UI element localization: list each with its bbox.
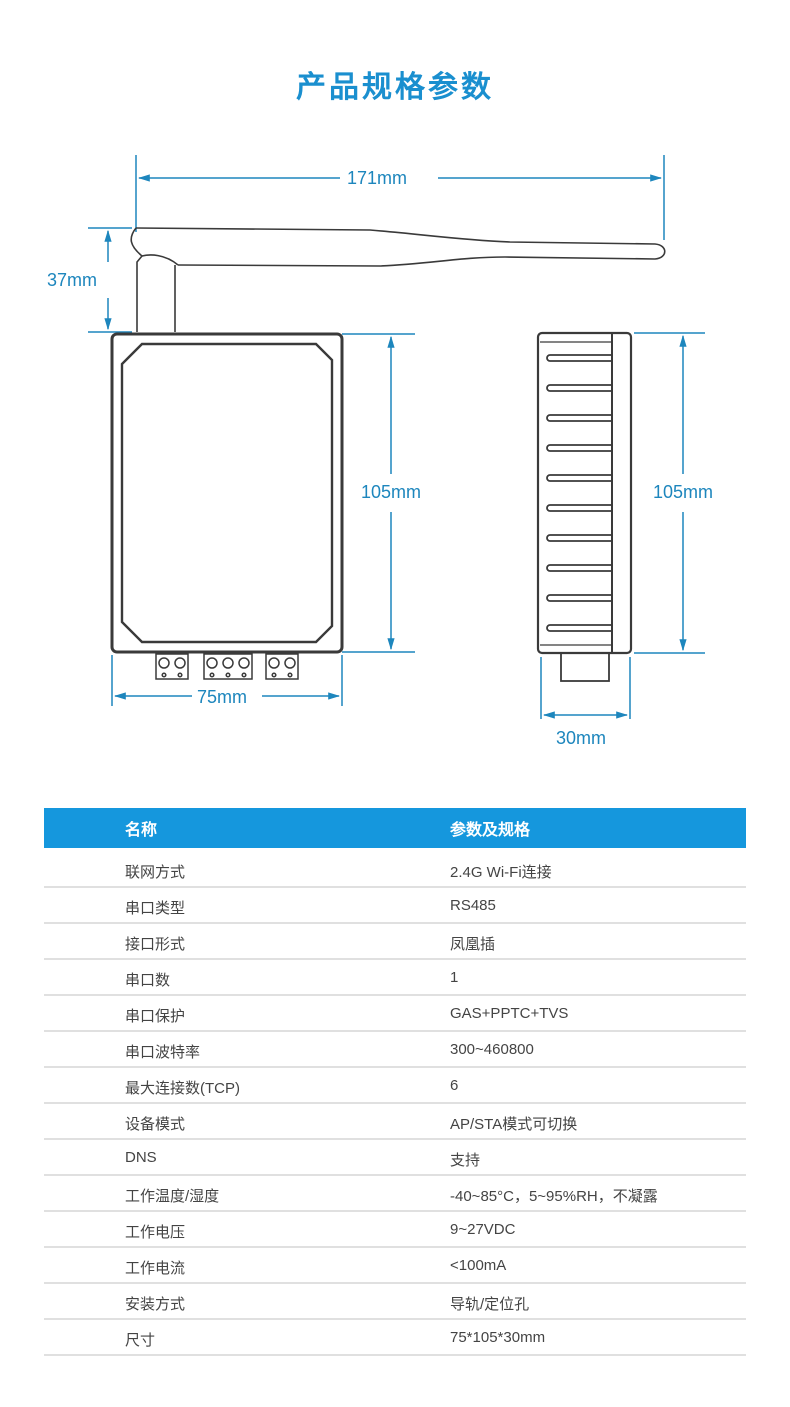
spec-value: <100mA: [450, 1257, 507, 1274]
table-row: 联网方式 2.4G Wi-Fi连接: [44, 852, 746, 888]
table-row: 尺寸 75*105*30mm: [44, 1320, 746, 1356]
spec-table: 名称 参数及规格 联网方式 2.4G Wi-Fi连接串口类型 RS485 接口形式 凤凰…: [44, 808, 746, 1356]
table-row: 最大连接数(TCP) 6: [44, 1068, 746, 1104]
spec-name: 工作电流: [125, 1260, 186, 1277]
spec-name: 串口数: [125, 972, 171, 989]
front-width-label: 75mm: [194, 687, 251, 707]
spec-value: 2.4G Wi-Fi连接: [450, 864, 552, 881]
spec-value: RS485: [450, 897, 496, 914]
page-title: 产品规格参数: [296, 70, 494, 105]
spec-name: 设备模式: [125, 1116, 186, 1133]
spec-value: AP/STA模式可切换: [450, 1116, 578, 1133]
front-height-dimension: [342, 333, 415, 653]
spec-name: 工作电压: [125, 1224, 186, 1241]
table-row: DNS 支持: [44, 1140, 746, 1176]
spec-name: 串口波特率: [125, 1044, 201, 1061]
spec-name: 尺寸: [125, 1332, 156, 1349]
antenna-length-label: 171mm: [344, 168, 411, 188]
table-row: 工作电流 <100mA: [44, 1248, 746, 1284]
spec-value: 支持: [450, 1152, 481, 1169]
side-height-label: 105mm: [650, 482, 717, 502]
spec-value: 300~460800: [450, 1041, 534, 1058]
spec-value: 凤凰插: [450, 936, 496, 953]
antenna-height-dimension: [88, 227, 132, 333]
table-row: 串口数 1: [44, 960, 746, 996]
table-row: 串口类型 RS485: [44, 888, 746, 924]
spec-name: 串口保护: [125, 1008, 186, 1025]
table-row: 工作电压 9~27VDC: [44, 1212, 746, 1248]
spec-table-body: 联网方式 2.4G Wi-Fi连接串口类型 RS485 接口形式 凤凰插串口数 1 串口保护…: [44, 852, 746, 1356]
spec-value: 9~27VDC: [450, 1221, 516, 1238]
table-row: 接口形式 凤凰插: [44, 924, 746, 960]
side-height-dimension: [634, 332, 705, 654]
antenna: [130, 227, 666, 332]
spec-table-header: 名称 参数及规格: [44, 808, 746, 848]
antenna-height-label: 37mm: [44, 270, 101, 290]
spec-value: 6: [450, 1077, 459, 1094]
side-depth-dimension: [540, 657, 631, 719]
spec-value: 1: [450, 969, 459, 986]
spec-name: 最大连接数(TCP): [125, 1080, 240, 1097]
dimension-diagram: 171mm 37mm 105mm 75mm 105mm 30mm: [44, 155, 717, 748]
spec-name: 串口类型: [125, 900, 186, 917]
front-view: [110, 332, 344, 680]
spec-value: 75*105*30mm: [450, 1329, 546, 1346]
spec-name: 联网方式: [125, 864, 186, 881]
table-row: 串口保护 GAS+PPTC+TVS: [44, 996, 746, 1032]
front-height-label: 105mm: [358, 482, 425, 502]
spec-name: 安装方式: [125, 1296, 186, 1313]
header-name: 名称: [125, 820, 158, 839]
antenna-length-dimension: [135, 155, 665, 240]
side-depth-label: 30mm: [553, 728, 610, 748]
spec-value: -40~85°C，5~95%RH，不凝露: [450, 1188, 658, 1205]
spec-name: 工作温度/湿度: [125, 1188, 220, 1205]
header-value: 参数及规格: [450, 820, 531, 839]
table-row: 串口波特率 300~460800: [44, 1032, 746, 1068]
table-row: 设备模式 AP/STA模式可切换: [44, 1104, 746, 1140]
side-view: [536, 331, 633, 682]
dimension-drawing: [88, 155, 705, 719]
table-row: 安装方式 导轨/定位孔: [44, 1284, 746, 1320]
front-width-dimension: [111, 655, 343, 706]
spec-name: DNS: [125, 1149, 157, 1166]
table-row: 工作温度/湿度 -40~85°C，5~95%RH，不凝露: [44, 1176, 746, 1212]
spec-value: GAS+PPTC+TVS: [450, 1005, 569, 1022]
spec-value: 导轨/定位孔: [450, 1296, 530, 1313]
spec-name: 接口形式: [125, 936, 186, 953]
